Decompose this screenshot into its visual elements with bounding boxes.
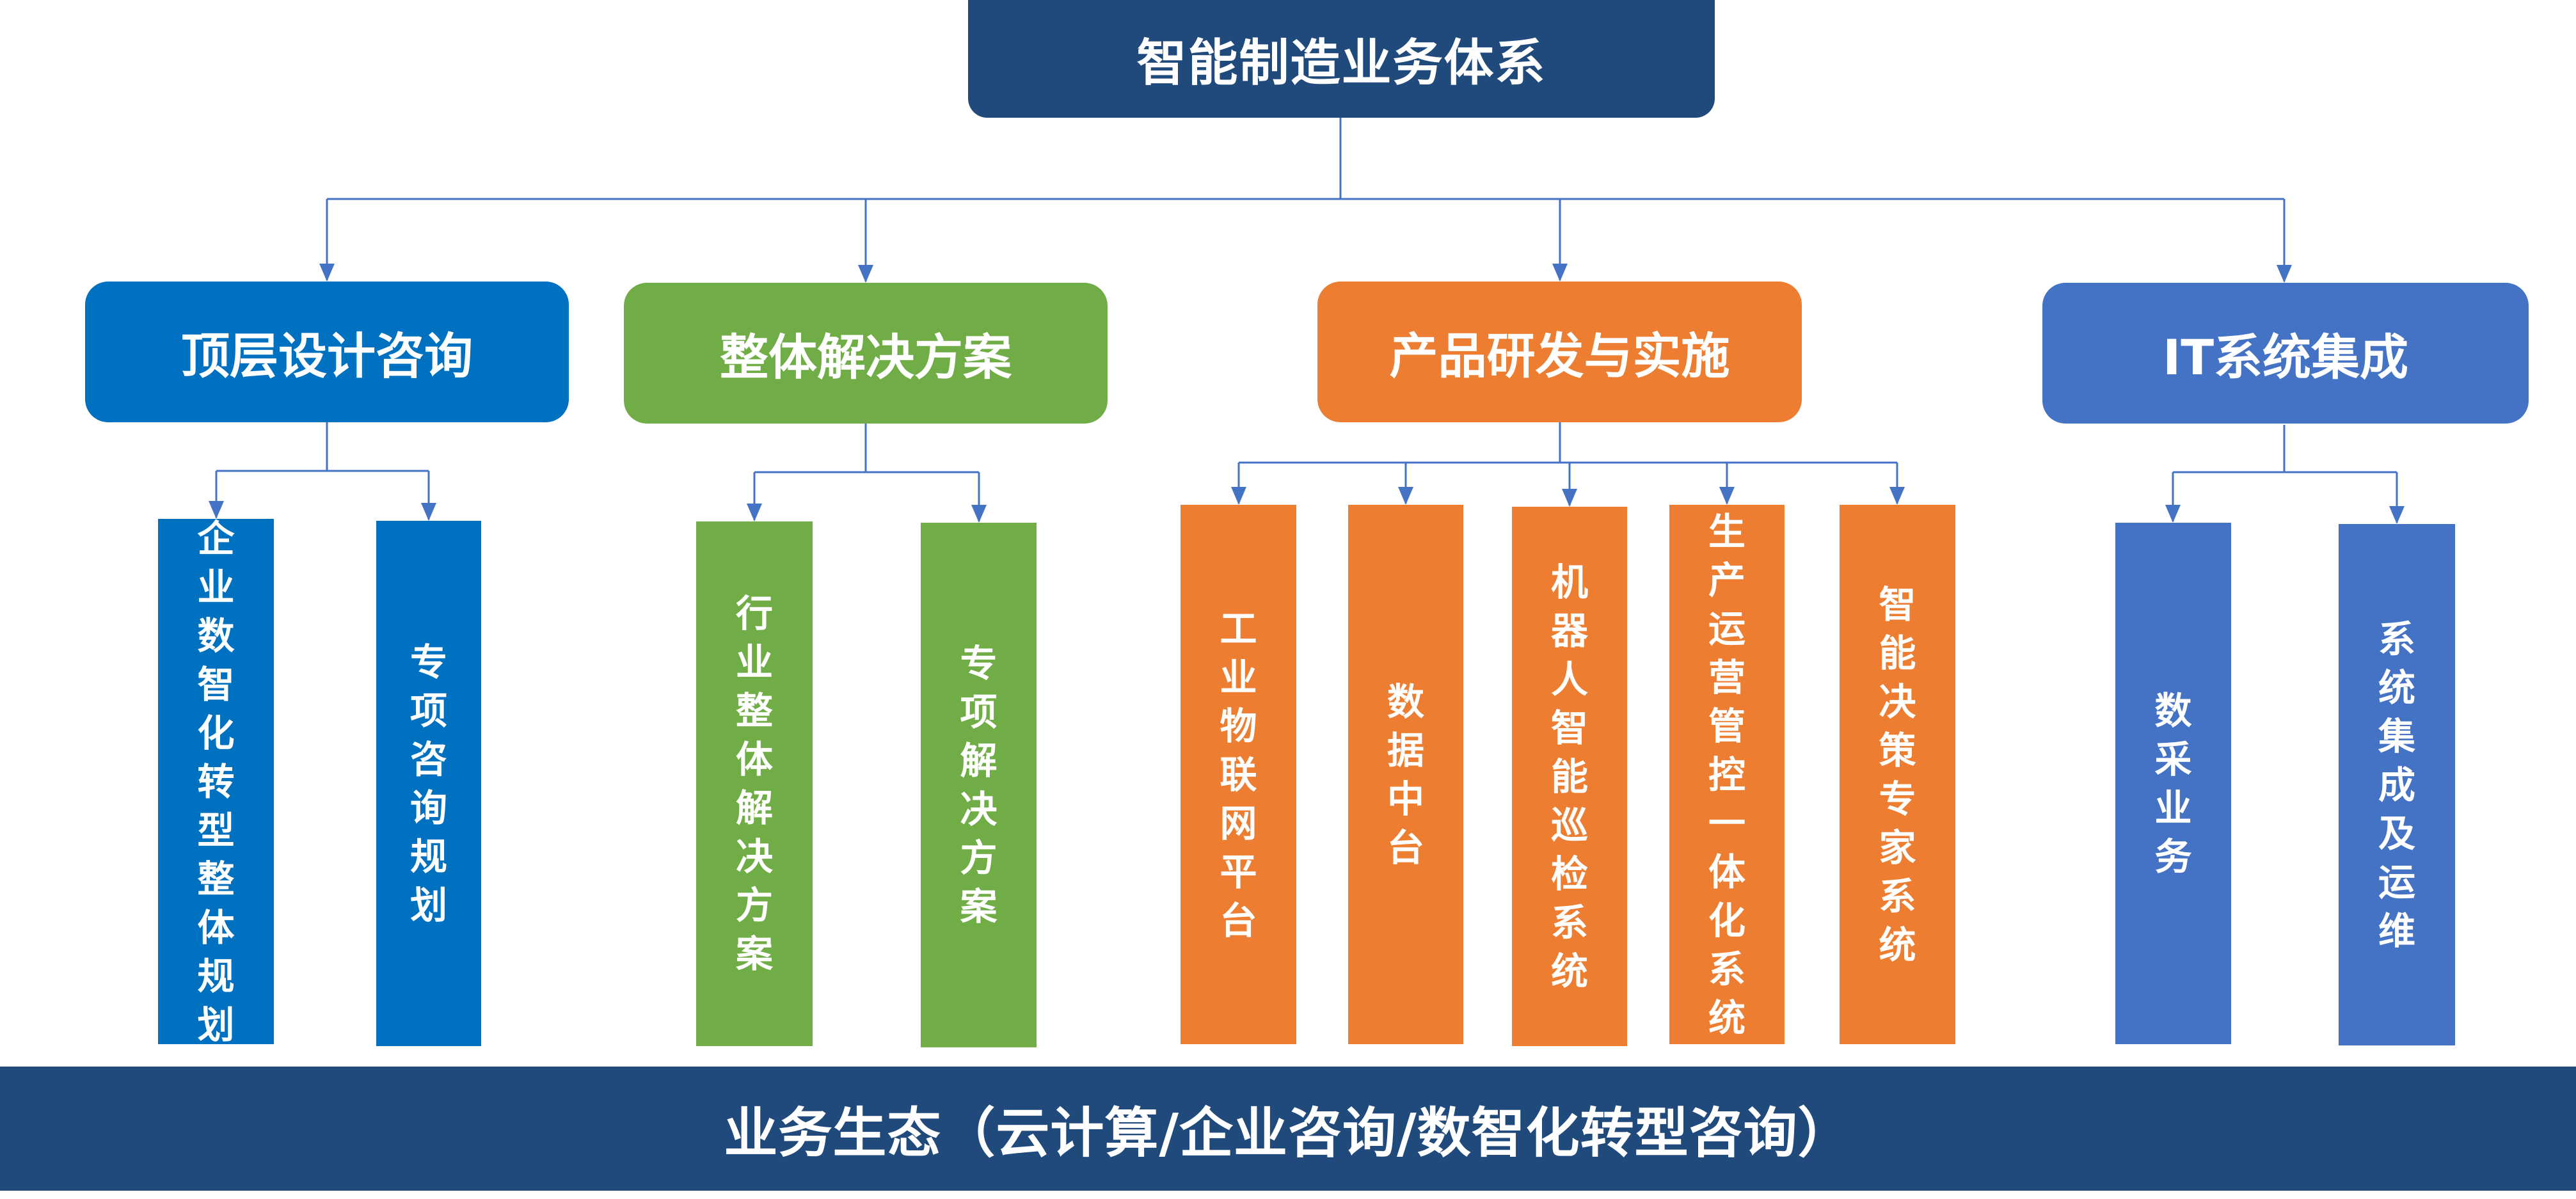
category-top-level-design-consulting: 顶层设计咨询 <box>85 282 569 422</box>
level2-arrow-icon <box>1552 264 1568 282</box>
leaf-arrow-icon <box>1719 487 1735 505</box>
leaf-arrow-icon <box>2165 505 2181 523</box>
level2-arrow-icon <box>2277 265 2292 283</box>
leaf-arrow-icon <box>421 503 436 521</box>
business-ecosystem-banner: 业务生态（云计算/企业咨询/数智化转型咨询） <box>0 1067 2576 1191</box>
leaf-data-acquisition-business: 数采业务 <box>2115 523 2231 1044</box>
leaf-robot-intelligent-inspection-system: 机器人智能巡检系统 <box>1512 507 1627 1046</box>
leaf-industrial-iot-platform: 工业物联网平台 <box>1181 505 1296 1044</box>
leaf-label: 行业整体解决方案 <box>735 592 773 976</box>
leaf-arrow-icon <box>1889 487 1905 505</box>
leaf-arrow-icon <box>2389 506 2405 524</box>
leaf-label: 智能决策专家系统 <box>1879 582 1916 967</box>
leaf-enterprise-digital-transformation-planning: 企业数智化转型整体规划 <box>158 517 274 1047</box>
leaf-label: 系统集成及运维 <box>2378 617 2415 953</box>
category-it-system-integration: IT系统集成 <box>2042 283 2529 424</box>
leaf-system-integration-om: 系统集成及运维 <box>2339 524 2455 1045</box>
leaf-special-consulting-planning: 专项咨询规划 <box>376 521 481 1046</box>
leaf-arrow-icon <box>971 505 987 523</box>
leaf-industry-overall-solution: 行业整体解决方案 <box>696 521 813 1046</box>
leaf-arrow-icon <box>1398 487 1413 505</box>
leaf-label: 专项咨询规划 <box>409 640 447 927</box>
category-product-rd-implementation: 产品研发与实施 <box>1317 282 1802 422</box>
leaf-arrow-icon <box>1231 487 1246 505</box>
leaf-arrow-icon <box>1562 489 1577 507</box>
level2-arrow-icon <box>858 265 873 283</box>
leaf-label: 生产运营管控一体化系统 <box>1708 509 1745 1040</box>
leaf-label: 数据中台 <box>1387 679 1424 869</box>
leaf-label: 工业物联网平台 <box>1220 607 1257 942</box>
leaf-intelligent-decision-expert-system: 智能决策专家系统 <box>1840 505 1955 1044</box>
leaf-label: 专项解决方案 <box>960 642 998 928</box>
leaf-special-solution: 专项解决方案 <box>921 523 1037 1047</box>
level2-arrow-icon <box>319 264 335 282</box>
leaf-label: 数采业务 <box>2154 688 2192 878</box>
leaf-data-middle-platform: 数据中台 <box>1348 505 1463 1044</box>
leaf-arrow-icon <box>747 504 762 521</box>
leaf-label: 机器人智能巡检系统 <box>1550 560 1588 993</box>
category-overall-solutions: 整体解决方案 <box>624 283 1108 424</box>
leaf-production-operation-control-system: 生产运营管控一体化系统 <box>1669 505 1785 1044</box>
leaf-label: 企业数智化转型整体规划 <box>197 516 235 1047</box>
root-node-title: 智能制造业务体系 <box>968 0 1715 118</box>
